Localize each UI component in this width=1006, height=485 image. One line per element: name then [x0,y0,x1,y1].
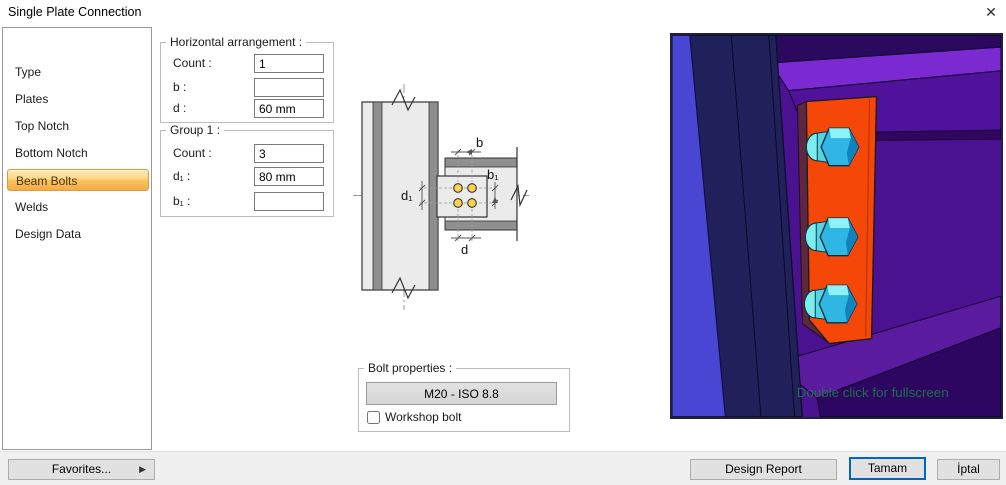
favorites-arrow-icon: ▶ [139,464,146,474]
page-title: Single Plate Connection [8,5,142,19]
b1-label: b₁ : [173,194,191,208]
workshop-bolt-row: Workshop bolt [367,410,461,424]
bolt-spec-button[interactable]: M20 - ISO 8.8 [366,382,557,405]
dim-b-label: b [476,135,483,150]
close-icon[interactable]: ✕ [985,4,997,20]
count-label: Count : [173,56,212,70]
sidebar: Type Plates Top Notch Bottom Notch Beam … [2,27,152,450]
horizontal-arrangement-group: Horizontal arrangement : Count : b : d : [160,35,334,123]
group1-title: Group 1 : [166,123,225,137]
bolt-3 [803,284,858,324]
b1-input[interactable] [254,192,324,211]
sidebar-item-beam-bolts[interactable]: Beam Bolts [7,169,149,191]
group1-group: Group 1 : Count : d₁ : b₁ : [160,123,334,217]
workshop-bolt-checkbox[interactable] [367,410,380,424]
sidebar-item-bottom-notch[interactable]: Bottom Notch [15,146,88,160]
favorites-button[interactable]: Favorites... ▶ [8,459,155,480]
bolt-properties-group: Bolt properties : M20 - ISO 8.8 Workshop… [358,361,570,432]
bolt-2 [804,217,859,257]
dim-b1-label: b₁ [487,167,499,182]
dim-d-label: d [461,242,468,257]
favorites-label: Favorites... [51,462,112,476]
sidebar-item-plates[interactable]: Plates [15,92,49,106]
3d-viewport[interactable]: Double click for fullscreen [670,33,1003,419]
group1-count-label: Count : [173,146,212,160]
cancel-button[interactable]: İptal [937,459,1000,480]
count-input[interactable] [254,54,324,73]
group1-count-input[interactable] [254,144,324,163]
bolt-1 [805,127,860,167]
footer-bar: Favorites... ▶ Design Report Tamam İptal [0,451,1006,485]
bolt-properties-title: Bolt properties : [364,361,457,375]
sidebar-item-type[interactable]: Type [15,65,42,79]
3d-render: Double click for fullscreen [671,34,1002,418]
b-label: b : [173,80,187,94]
d1-input[interactable] [254,167,324,186]
sidebar-item-design-data[interactable]: Design Data [15,227,82,241]
d1-label: d₁ : [173,169,191,183]
ok-button[interactable]: Tamam [849,457,926,480]
sidebar-item-welds[interactable]: Welds [15,200,49,214]
d-input[interactable] [254,99,324,118]
workshop-bolt-label: Workshop bolt [385,410,462,424]
dim-d1-label: d₁ [401,188,413,203]
sidebar-item-top-notch[interactable]: Top Notch [15,119,70,133]
horizontal-arrangement-title: Horizontal arrangement : [166,35,307,49]
connection-diagram: b b₁ d₁ d [353,84,529,310]
b-input[interactable] [254,78,324,97]
design-report-button[interactable]: Design Report [690,459,837,480]
d-label: d : [173,101,187,115]
fullscreen-hint: Double click for fullscreen [797,385,949,400]
